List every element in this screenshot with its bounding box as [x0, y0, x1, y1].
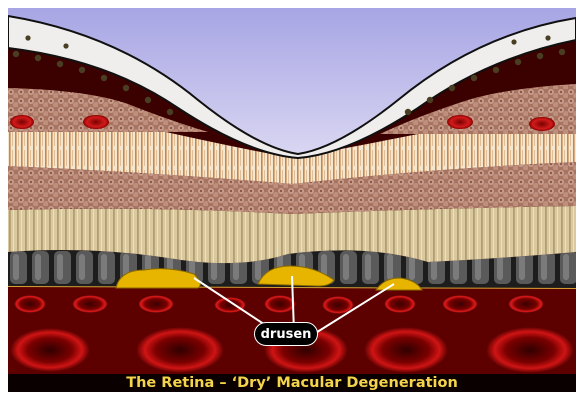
- drusen-label: drusen: [254, 322, 318, 346]
- diagram-title: The Retina – ‘Dry’ Macular Degeneration: [8, 374, 576, 392]
